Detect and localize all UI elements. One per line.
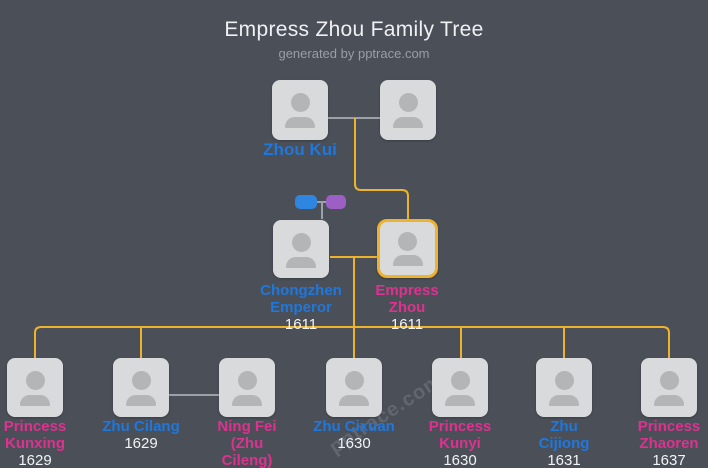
- person-avatar-icon: [326, 358, 382, 417]
- person-name: Chongzhen Emperor: [260, 282, 342, 316]
- person-name: Zhu Cilang: [102, 418, 180, 435]
- person-avatar-icon: [273, 220, 329, 278]
- collapsed-parents-connector: [317, 201, 326, 219]
- person-avatar-icon: [536, 358, 592, 417]
- person-card-princess-zhaoren[interactable]: [641, 358, 697, 417]
- person-year: 1631: [547, 452, 581, 468]
- person-avatar-icon: [641, 358, 697, 417]
- children-branch-rail: [34, 326, 670, 358]
- person-label: Zhu Cilang 1629: [88, 418, 194, 452]
- person-name: Princess Kunxing: [3, 418, 67, 452]
- person-year: 1611: [390, 316, 424, 333]
- person-year: 1629: [18, 452, 52, 468]
- person-label: Zhu Cijiong 1631: [511, 418, 617, 468]
- person-card-zhu-cixuan[interactable]: [326, 358, 382, 417]
- person-label: Zhou Kui: [240, 140, 360, 159]
- person-avatar-icon: [380, 222, 435, 275]
- person-avatar-icon: [432, 358, 488, 417]
- person-avatar-icon: [7, 358, 63, 417]
- person-year: 1630: [443, 452, 477, 468]
- person-name: Princess Kunyi: [428, 418, 492, 452]
- person-name: Empress Zhou: [375, 282, 439, 316]
- person-label: Princess Zhaoren 1637: [616, 418, 708, 468]
- person-card-zhu-cijiong[interactable]: [536, 358, 592, 417]
- person-card-grandmother[interactable]: [380, 80, 436, 140]
- person-name: Princess Zhaoren: [637, 418, 701, 452]
- person-name: Zhu Cixuan: [313, 418, 395, 435]
- person-label: Princess Kunxing 1629: [0, 418, 88, 468]
- person-year: 1611: [284, 316, 318, 333]
- collapsed-father-node-icon[interactable]: [295, 195, 317, 209]
- person-label: Zhu Cixuan 1630: [301, 418, 407, 452]
- person-name: Ning Fei (Zhu Cileng): [217, 418, 277, 468]
- person-card-zhu-cilang[interactable]: [113, 358, 169, 417]
- person-year: 1637: [652, 452, 686, 468]
- person-year: 1629: [124, 435, 158, 452]
- person-avatar-icon: [380, 80, 436, 140]
- person-card-ning-fei[interactable]: [219, 358, 275, 417]
- page-subtitle: generated by pptrace.com: [278, 46, 430, 61]
- person-card-chongzhen-emperor[interactable]: [273, 220, 329, 278]
- collapsed-mother-node-icon[interactable]: [326, 195, 346, 209]
- grandparents-to-empress-line: [354, 118, 409, 219]
- person-label: Ning Fei (Zhu Cileng): [194, 418, 300, 468]
- person-label: Princess Kunyi 1630: [407, 418, 513, 468]
- person-avatar-icon: [219, 358, 275, 417]
- page-title: Empress Zhou Family Tree: [224, 18, 484, 41]
- person-name: Zhou Kui: [263, 140, 337, 159]
- children-drop-lines: [140, 327, 565, 358]
- person-name: Zhu Cijiong: [538, 418, 590, 452]
- person-label: Empress Zhou 1611: [352, 282, 462, 333]
- person-avatar-icon: [272, 80, 328, 140]
- person-year: 1630: [337, 435, 371, 452]
- person-card-zhou-kui[interactable]: [272, 80, 328, 140]
- person-card-princess-kunxing[interactable]: [7, 358, 63, 417]
- person-avatar-icon: [113, 358, 169, 417]
- person-card-empress-zhou[interactable]: [377, 219, 438, 278]
- person-label: Chongzhen Emperor 1611: [246, 282, 356, 333]
- person-card-princess-kunyi[interactable]: [432, 358, 488, 417]
